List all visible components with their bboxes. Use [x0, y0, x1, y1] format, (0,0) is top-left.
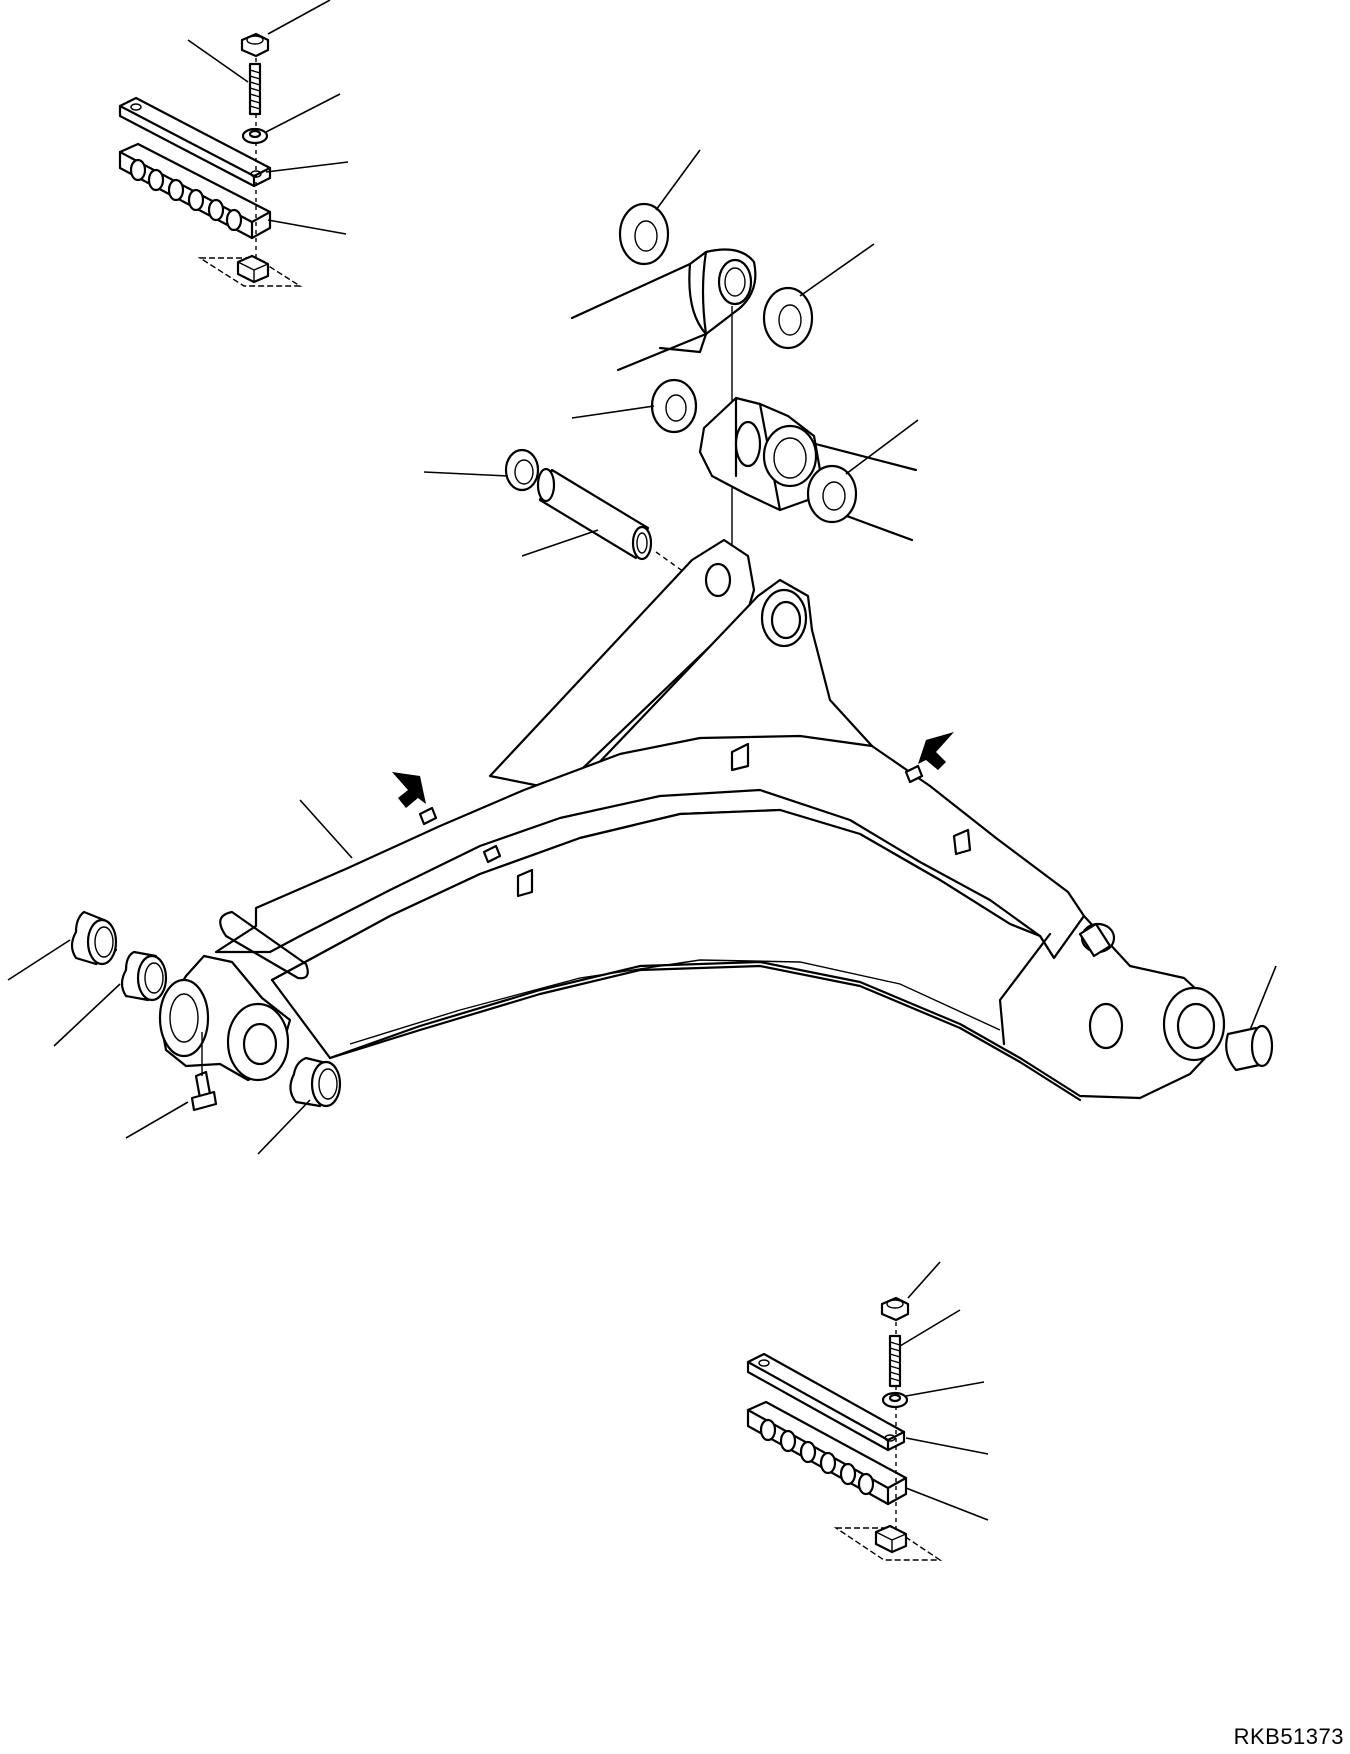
bushing-icon	[120, 950, 168, 1002]
hose-clamp-bracket-icon	[118, 142, 272, 240]
clamp-detail-bottom-right	[746, 1261, 989, 1561]
drawing-id-label: RKB51373	[1233, 1724, 1344, 1749]
nut-icon	[880, 1296, 910, 1322]
snap-ring-icon	[504, 448, 540, 492]
clamp-plate-icon	[746, 1352, 906, 1452]
bushing-icon	[1225, 1024, 1274, 1072]
bushing-icon	[289, 1056, 342, 1108]
washer-icon	[881, 1391, 909, 1409]
bolt-icon	[888, 1334, 902, 1388]
boom-assembly-icon	[158, 538, 1226, 1102]
clamp-detail-top-left	[118, 0, 349, 287]
boom-cylinder-rod-end	[570, 248, 757, 372]
washer-icon	[241, 127, 269, 145]
mounting-pad-icon	[833, 1524, 943, 1561]
arrow-marker-left-icon	[392, 772, 426, 808]
mounting-pad-icon	[197, 254, 303, 287]
nut-icon	[240, 32, 270, 58]
grease-fitting-icon	[190, 1070, 218, 1112]
bushing-icon	[70, 910, 118, 966]
arrow-marker-right-icon	[918, 732, 954, 770]
thrust-washer-icon	[806, 464, 858, 524]
cylinder-pin-icon	[536, 467, 653, 561]
boom-top-hub	[698, 396, 918, 542]
thrust-washer-icon	[618, 202, 670, 266]
thrust-washer-icon	[650, 378, 698, 434]
hose-clamp-bracket-icon	[746, 1400, 908, 1506]
thrust-washer-icon	[762, 286, 814, 350]
bolt-icon	[248, 62, 262, 116]
